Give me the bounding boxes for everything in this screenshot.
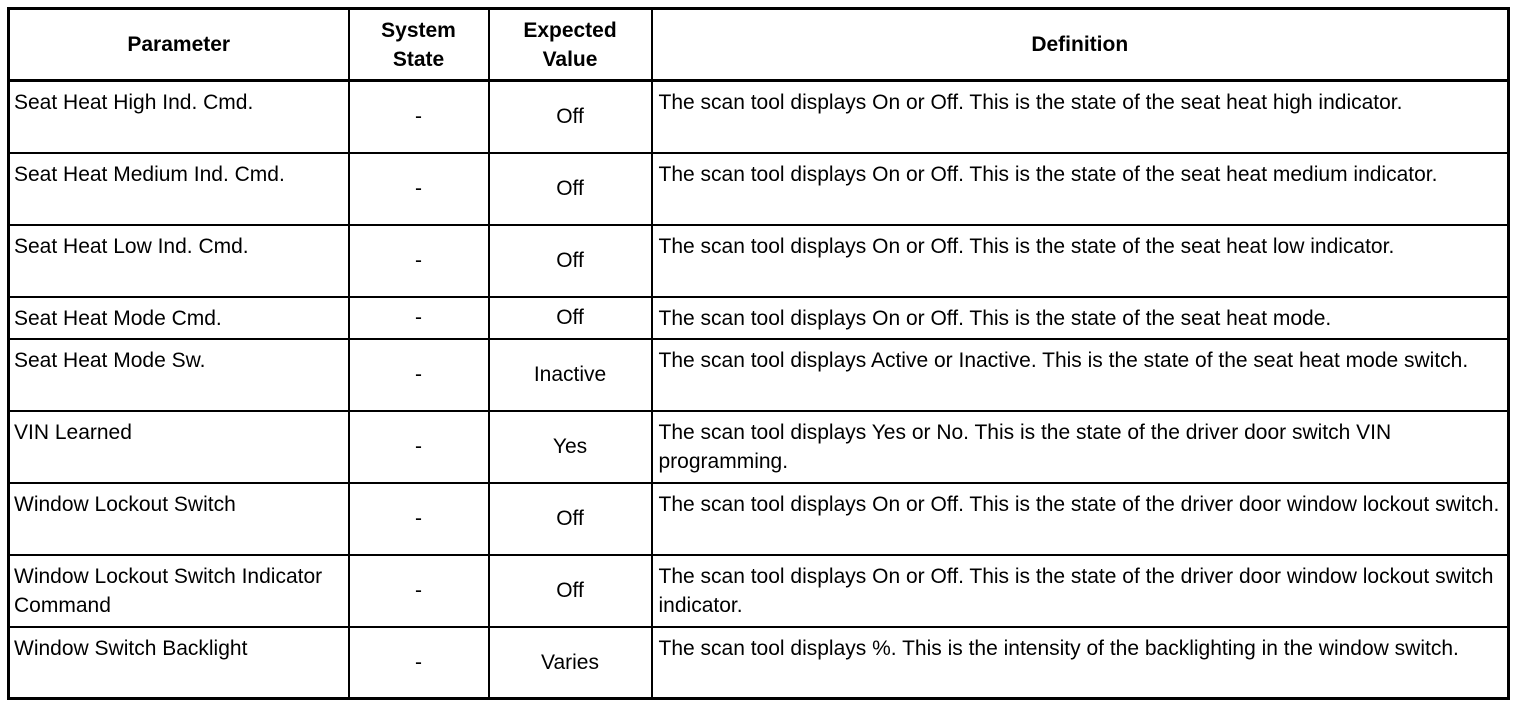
definition-cell: The scan tool displays On or Off. This i… bbox=[650, 481, 1510, 556]
definition-cell: The scan tool displays On or Off. This i… bbox=[650, 79, 1510, 154]
header-row: Parameter System State Expected Value De… bbox=[7, 7, 1510, 82]
system-state-cell: - bbox=[347, 625, 490, 700]
system-state-cell: - bbox=[347, 295, 490, 340]
table-row: Seat Heat Low Ind. Cmd. - Off The scan t… bbox=[7, 223, 1510, 298]
definition-cell: The scan tool displays %. This is the in… bbox=[650, 625, 1510, 700]
system-state-cell: - bbox=[347, 409, 490, 484]
definition-cell: The scan tool displays On or Off. This i… bbox=[650, 223, 1510, 298]
header-definition: Definition bbox=[650, 7, 1510, 82]
expected-value-cell: Off bbox=[487, 223, 653, 298]
document-page: Parameter System State Expected Value De… bbox=[7, 7, 1510, 700]
expected-value-cell: Off bbox=[487, 151, 653, 226]
header-expected-value: Expected Value bbox=[487, 7, 653, 82]
expected-value-cell: Off bbox=[487, 295, 653, 340]
parameter-cell: Seat Heat Mode Cmd. bbox=[7, 295, 350, 340]
system-state-cell: - bbox=[347, 79, 490, 154]
expected-value-cell: Off bbox=[487, 481, 653, 556]
parameter-cell: Seat Heat Mode Sw. bbox=[7, 337, 350, 412]
header-parameter: Parameter bbox=[7, 7, 350, 82]
parameter-cell: VIN Learned bbox=[7, 409, 350, 484]
expected-value-cell: Inactive bbox=[487, 337, 653, 412]
definition-cell: The scan tool displays On or Off. This i… bbox=[650, 295, 1510, 340]
table-row: Seat Heat Medium Ind. Cmd. - Off The sca… bbox=[7, 151, 1510, 226]
parameter-cell: Window Switch Backlight bbox=[7, 625, 350, 700]
definition-cell: The scan tool displays On or Off. This i… bbox=[650, 553, 1510, 628]
table-header: Parameter System State Expected Value De… bbox=[7, 7, 1510, 82]
header-system-state: System State bbox=[347, 7, 490, 82]
table-row: Window Lockout Switch - Off The scan too… bbox=[7, 481, 1510, 556]
system-state-cell: - bbox=[347, 337, 490, 412]
table-row: Seat Heat Mode Sw. - Inactive The scan t… bbox=[7, 337, 1510, 412]
parameter-cell: Seat Heat Low Ind. Cmd. bbox=[7, 223, 350, 298]
system-state-cell: - bbox=[347, 481, 490, 556]
definition-cell: The scan tool displays On or Off. This i… bbox=[650, 151, 1510, 226]
expected-value-cell: Off bbox=[487, 553, 653, 628]
system-state-cell: - bbox=[347, 151, 490, 226]
expected-value-cell: Varies bbox=[487, 625, 653, 700]
table-body: Seat Heat High Ind. Cmd. - Off The scan … bbox=[7, 79, 1510, 700]
definition-cell: The scan tool displays Yes or No. This i… bbox=[650, 409, 1510, 484]
system-state-cell: - bbox=[347, 223, 490, 298]
parameter-table: Parameter System State Expected Value De… bbox=[7, 7, 1510, 700]
expected-value-cell: Yes bbox=[487, 409, 653, 484]
table-row: Window Lockout Switch Indicator Command … bbox=[7, 553, 1510, 628]
table-row: Seat Heat Mode Cmd. - Off The scan tool … bbox=[7, 295, 1510, 340]
system-state-cell: - bbox=[347, 553, 490, 628]
parameter-cell: Seat Heat Medium Ind. Cmd. bbox=[7, 151, 350, 226]
table-row: Seat Heat High Ind. Cmd. - Off The scan … bbox=[7, 79, 1510, 154]
table-row: Window Switch Backlight - Varies The sca… bbox=[7, 625, 1510, 700]
parameter-cell: Seat Heat High Ind. Cmd. bbox=[7, 79, 350, 154]
table-row: VIN Learned - Yes The scan tool displays… bbox=[7, 409, 1510, 484]
parameter-cell: Window Lockout Switch bbox=[7, 481, 350, 556]
parameter-cell: Window Lockout Switch Indicator Command bbox=[7, 553, 350, 628]
expected-value-cell: Off bbox=[487, 79, 653, 154]
definition-cell: The scan tool displays Active or Inactiv… bbox=[650, 337, 1510, 412]
